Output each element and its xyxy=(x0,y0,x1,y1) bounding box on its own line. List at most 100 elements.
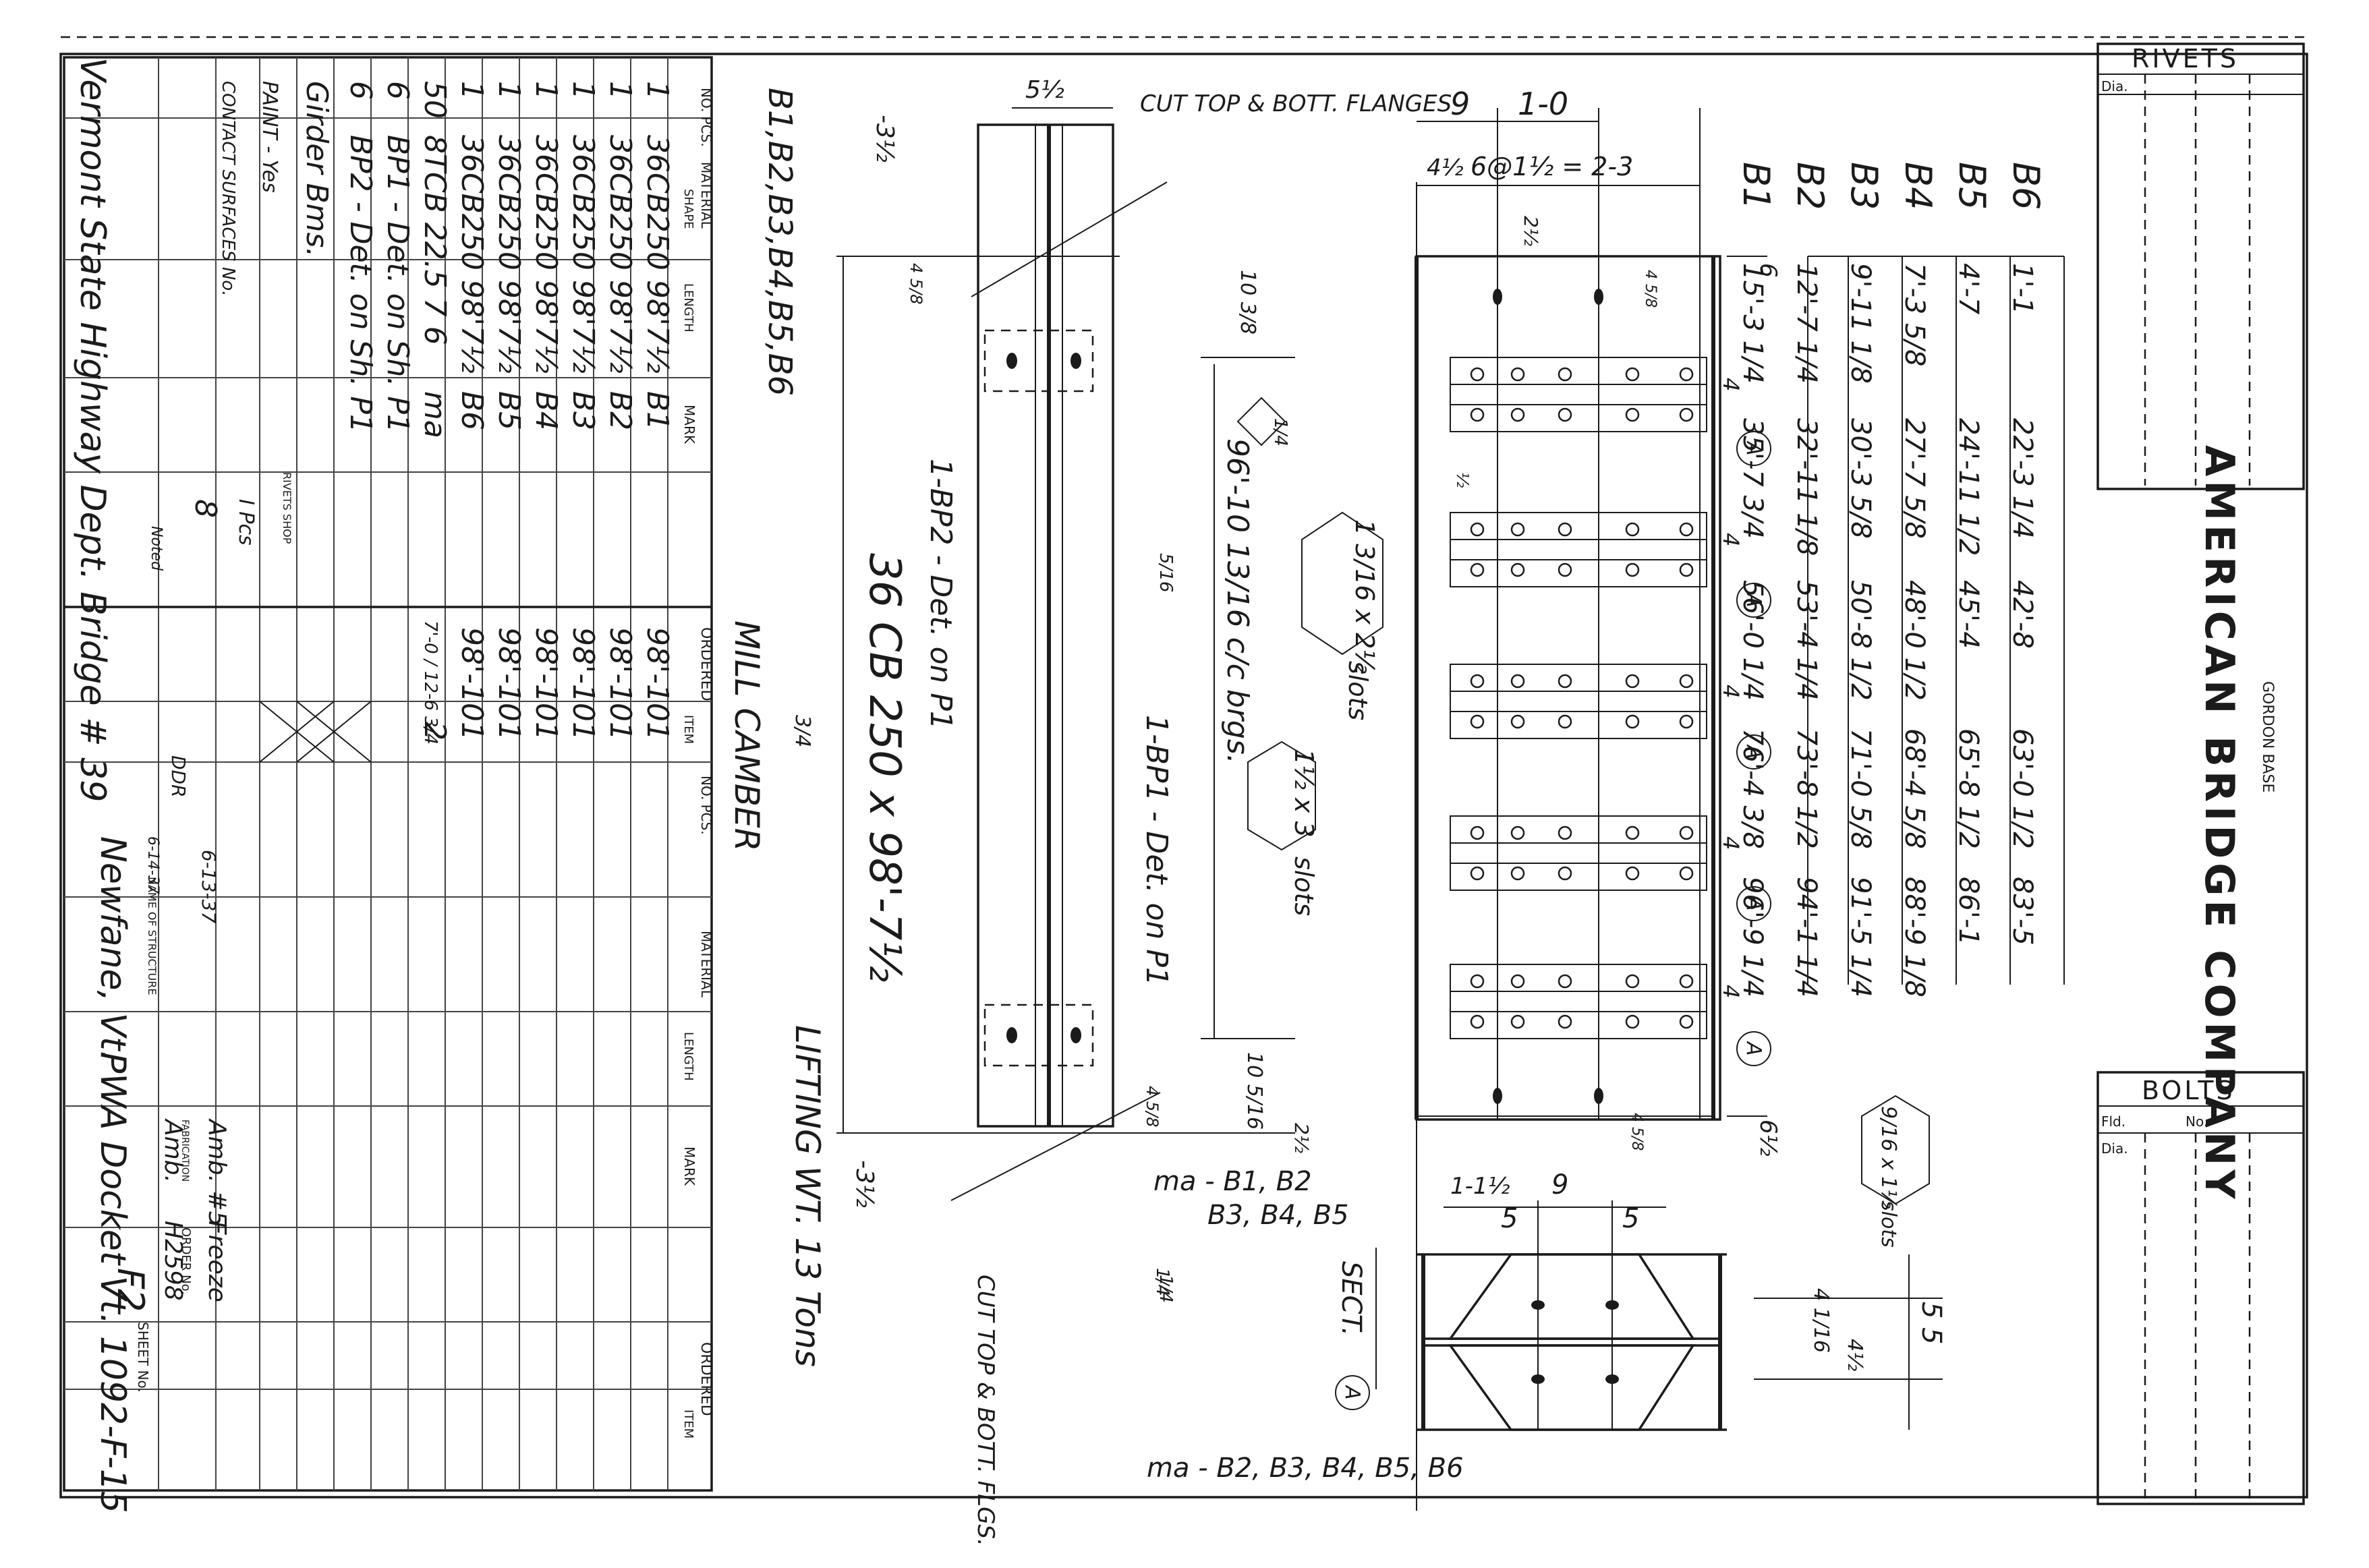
slots-right-word: slots xyxy=(1343,661,1373,720)
section-dim-9: 9 xyxy=(1551,1169,1568,1200)
weld-mark-bottom: 1/4 xyxy=(1152,1268,1172,1296)
footer-location: Newfane, Vt. xyxy=(92,836,133,1062)
footer-make-of-structure: NAME OF STRUCTURE xyxy=(146,877,159,995)
stiffener-group-5 xyxy=(1450,964,1707,1039)
stiffener-group-3 xyxy=(1450,664,1707,739)
bill-row-3-pcs: 1 xyxy=(566,81,600,100)
cut-flanges-bottom: CUT TOP & BOTT. FLGS. xyxy=(972,1275,999,1546)
bill-row-2-mark: B2 xyxy=(603,391,637,430)
title-block xyxy=(2096,42,2305,1505)
weld-symbol-1: 1/4 xyxy=(1270,418,1290,446)
bill-row-5-pcs: 1 xyxy=(492,81,526,100)
section-note-bottom: ma - B2, B3, B4, B5, B6 xyxy=(1147,1453,1464,1484)
flange-dimension: 5½ xyxy=(1025,76,1064,104)
bill-rivets-pcs: I Pcs xyxy=(234,499,258,546)
footer-docket: PWA Docket Vt. 1092-F-15 xyxy=(92,1052,133,1513)
bolts-dia-label: Dia. xyxy=(2101,1140,2128,1157)
footer-sheet-no: F2 xyxy=(109,1268,152,1312)
bill-row-5-item: 1 xyxy=(492,722,526,741)
footer-order-no: H2598 xyxy=(159,1221,187,1301)
plan-dim-4-5: 4½ xyxy=(1427,154,1464,181)
station-row1-b5: 4'-7 xyxy=(1953,263,1984,315)
span-dimension: 96'-10 13/16 c/c brgs. xyxy=(1220,438,1255,764)
plan-dim-2-half-bottom: 2½ xyxy=(1290,1123,1313,1153)
station-row3-b6: 42'-8 xyxy=(2007,580,2038,649)
station-row5-b1: 96'-9 1/4 xyxy=(1737,877,1768,997)
footer-drawing-fab: Amb. #5 xyxy=(203,1118,231,1227)
station-row4-b5: 65'-8 1/2 xyxy=(1953,728,1984,849)
bill-header-material: MATERIAL xyxy=(698,162,714,229)
section-marker-a-5: A xyxy=(1742,1041,1765,1056)
bolts-no-label: No. xyxy=(2186,1113,2208,1130)
bill-row-1-shape: 36CB250 98'7½ xyxy=(640,135,675,374)
footer-fabrication: FABRICATION xyxy=(179,1120,190,1182)
station-row1-b6: 1'-1 xyxy=(2007,263,2038,314)
section-marker-a-4: A xyxy=(1742,896,1765,911)
section-dim-4-left: 4 1/16 xyxy=(1809,1288,1833,1353)
bill-row-6-shape: 36CB250 98'7½ xyxy=(455,135,489,374)
section-marker-a: A xyxy=(1340,1385,1364,1400)
bill-header-item: ITEM xyxy=(681,715,695,744)
bill-row-4-item: 1 xyxy=(529,722,563,741)
bill-header-material-2: MATERIAL xyxy=(698,931,714,998)
bill-row-7-mark: ma xyxy=(418,391,452,438)
stiffener-dim-1: 4 xyxy=(1718,378,1744,391)
beam-mark-b6: B6 xyxy=(2005,162,2047,210)
section-note-top-1: ma - B1, B2 xyxy=(1153,1166,1312,1197)
section-dim-1-1-half: 1-1½ xyxy=(1450,1173,1510,1200)
section-slot-label: 9/16 x 1½ xyxy=(1877,1106,1900,1209)
end-offset-right: -3½ xyxy=(851,1160,878,1208)
section-dim-5-5: 5 5 xyxy=(1916,1302,1947,1345)
rivets-dia-label: Dia. xyxy=(2101,78,2128,94)
section-note-top-2: B3, B4, B5 xyxy=(1207,1200,1349,1231)
bill-row-7-item: 2 xyxy=(418,722,452,741)
bearing-plate-1-note: 1-BP1 - Det. on P1 xyxy=(1139,715,1174,986)
sheet-border xyxy=(59,53,2308,1499)
stiffener-dim-5: 4 xyxy=(1718,985,1744,998)
station-row4-b3: 71'-0 5/8 xyxy=(1845,728,1876,849)
bearing-plate-2-note: 1-BP2 - Det. on P1 xyxy=(923,459,958,730)
plan-view xyxy=(1415,108,2065,1511)
bill-row-4-pcs: 1 xyxy=(529,81,563,100)
bill-row-5-shape: 36CB250 98'7½ xyxy=(492,135,526,374)
mill-camber: MILL CAMBER xyxy=(727,620,766,851)
station-row3-b3: 50'-8 1/2 xyxy=(1845,580,1876,701)
bill-row-3-item: 1 xyxy=(566,722,600,741)
beam-mark-b5: B5 xyxy=(1951,162,1993,210)
slots-left-word: slots xyxy=(1289,856,1319,916)
section-title: B1,B2,B3,B4,B5,B6 xyxy=(761,88,799,396)
bill-row-6-mark: B6 xyxy=(455,391,489,430)
camber-value: 3/4 xyxy=(791,715,814,747)
footer-drawn-date: 6-13-37 xyxy=(198,850,220,923)
station-row5-b5: 86'-1 xyxy=(1953,877,1984,946)
footer-amb: Amb. xyxy=(159,1118,187,1183)
bolts-fld-label: Fld. xyxy=(2101,1113,2125,1130)
bill-row-2-ordered: 98'-10 xyxy=(603,627,637,722)
station-row1-b4: 7'-3 5/8 xyxy=(1899,263,1930,366)
bill-row-8-pcs: 6 xyxy=(380,81,415,100)
footer-sheet-label: SHEET No. xyxy=(135,1322,151,1393)
station-row4-b1: 76'-4 3/8 xyxy=(1737,728,1768,849)
stiffener-group-2 xyxy=(1450,512,1707,587)
bill-row-1-ordered: 98'-10 xyxy=(640,627,675,722)
station-row3-b1: 56'-0 1/4 xyxy=(1737,580,1768,701)
section-a-view xyxy=(1335,1200,1943,1431)
stiffener-dim-2: 4 xyxy=(1718,533,1744,546)
section-marker-a-3: A xyxy=(1742,744,1765,759)
station-row2-b3: 30'-3 5/8 xyxy=(1845,418,1876,539)
bill-row-2-pcs: 1 xyxy=(603,81,637,100)
bill-row-1-mark: B1 xyxy=(640,391,675,430)
station-row4-b2: 73'-8 1/2 xyxy=(1791,728,1822,849)
plan-dim-1-0: 1-0 xyxy=(1518,86,1568,122)
station-row3-b2: 53'-4 1/4 xyxy=(1791,580,1822,701)
station-row2-b5: 24'-11 1/2 xyxy=(1953,418,1984,556)
rivets-header: RIVETS xyxy=(2132,44,2239,74)
bill-header-item-2: ITEM xyxy=(681,1410,695,1439)
section-marker-a-2: A xyxy=(1742,592,1765,608)
beam-mark-b1: B1 xyxy=(1735,162,1777,210)
footer-structure-name: Vermont State Highway Dept. Bridge # 39 xyxy=(72,57,113,802)
section-dim-5a: 5 xyxy=(1501,1203,1518,1234)
slots-left-label: 1½ x 3 xyxy=(1289,749,1319,838)
section-slot-word: slots xyxy=(1877,1200,1900,1248)
plan-dim-2-half: 2½ xyxy=(1520,216,1542,246)
